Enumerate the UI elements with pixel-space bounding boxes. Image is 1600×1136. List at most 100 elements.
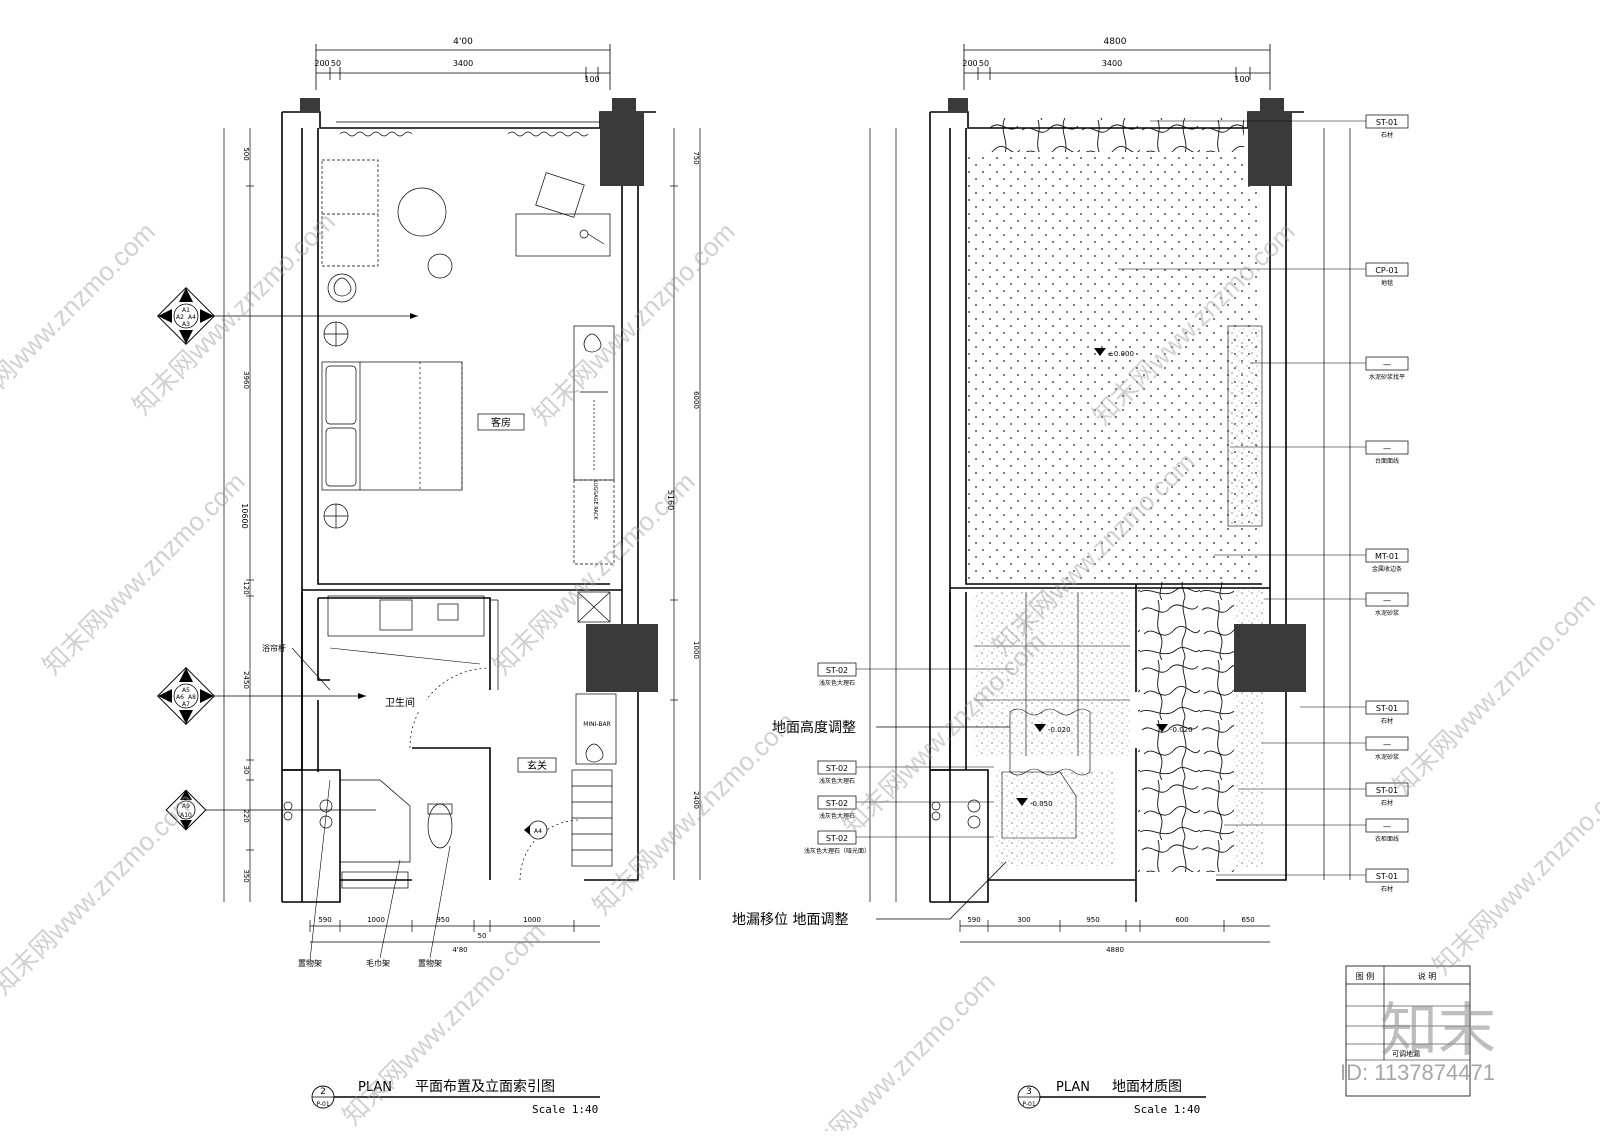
material-code: ST-02 xyxy=(826,799,848,808)
watermark-text: 知末网www.znzmo.com xyxy=(1386,586,1600,800)
left-dim-seg: 220 xyxy=(242,809,250,822)
left-dim-seg: 350 xyxy=(242,869,250,882)
guest-room-label-box xyxy=(477,413,525,431)
column-block xyxy=(1234,624,1306,692)
cement-area xyxy=(1227,325,1263,527)
room-label-guest: 客房 xyxy=(491,416,511,429)
arrowhead xyxy=(410,313,418,319)
left-walls xyxy=(281,111,656,903)
index-top: A1 xyxy=(182,307,190,314)
watermark-id: ID: 1137874471 xyxy=(1340,1060,1495,1085)
tile-grid xyxy=(974,592,1130,839)
material-tag: —台面面线 xyxy=(1230,440,1409,465)
right-dim-seg: 750 xyxy=(692,151,700,164)
foyer-label-box xyxy=(517,757,557,773)
column-block xyxy=(1248,112,1292,186)
label-luggage-rack: LUGGAGE RACK xyxy=(592,480,598,520)
left-scale: Scale 1:40 xyxy=(532,1103,598,1116)
material-code: — xyxy=(1383,822,1391,831)
right-side-dimensions xyxy=(869,128,1351,902)
right-dim-outer: 5160 xyxy=(666,490,675,510)
arrowhead xyxy=(358,693,366,699)
material-code: ST-01 xyxy=(1376,704,1398,713)
right-scale: Scale 1:40 xyxy=(1134,1103,1200,1116)
watermark-text: 知末网www.znzmo.com xyxy=(0,786,201,1000)
watermark-text: 知末网www.znzmo.com xyxy=(526,216,740,430)
right-dim-bottom: 590 xyxy=(967,916,980,924)
column-block xyxy=(948,98,968,112)
level-mark: ±0.000 xyxy=(1094,348,1134,358)
index-top: A9 xyxy=(182,803,190,810)
elevation-index-2[interactable]: A5 A6 A8 A7 xyxy=(157,667,215,725)
material-desc: 石材 xyxy=(1381,131,1393,139)
legend-drain: 可调地漏 xyxy=(1392,1049,1420,1058)
index-bottom: A3 xyxy=(182,321,190,328)
material-desc: 浅灰色大理石 xyxy=(819,679,855,687)
watermark-text: 知末网www.znzmo.com xyxy=(36,466,250,680)
material-tag: ST-01 石材 xyxy=(1150,114,1409,139)
left-dim-seg: 2450 xyxy=(242,671,250,689)
material-code: — xyxy=(1383,740,1391,749)
door-index-label: A4 xyxy=(534,828,542,835)
index-right: A4 xyxy=(188,314,196,321)
left-bottom-dimensions xyxy=(309,920,600,943)
left-dim-bottom-total: 4'80 xyxy=(452,946,467,954)
room-label-foyer: 玄关 xyxy=(527,759,547,772)
material-tag: —衣柜面线 xyxy=(1224,818,1409,843)
right-title-ref: P-01 xyxy=(1022,1101,1035,1108)
watermark-logo: 知末 xyxy=(1380,998,1496,1063)
elevation-index-1[interactable]: A1 A2 A4 A3 xyxy=(157,287,215,345)
watermark-text: 知末网www.znzmo.com xyxy=(586,706,800,920)
material-code: — xyxy=(1383,596,1391,605)
left-dim-seg: 3960 xyxy=(242,371,250,389)
right-dim-bottom: 600 xyxy=(1175,916,1188,924)
right-dim-seg: 2400 xyxy=(692,791,700,809)
right-material-tags: ST-01石材CP-01地毯—水泥砂浆找平—台面面线MT-01金属收边条—水泥砂… xyxy=(1118,114,1409,893)
left-title-number: 2 xyxy=(320,1087,326,1097)
label-shelf-b: 置物架 xyxy=(418,958,442,968)
bath-label-box xyxy=(374,694,426,710)
material-desc: 石材 xyxy=(1381,799,1393,807)
label-towel-rack: 毛巾架 xyxy=(366,958,390,968)
right-title-block: 3 P-01 PLAN 地面材质图 Scale 1:40 xyxy=(1017,1079,1206,1116)
elevation-index-3[interactable]: A9 A10 xyxy=(165,789,207,831)
material-code: ST-02 xyxy=(826,834,848,843)
left-material-tags: ST-02浅灰色大理石ST-02浅灰色大理石ST-02浅灰色大理石ST-02浅灰… xyxy=(804,662,1014,855)
legend-col-desc: 说 明 xyxy=(1418,971,1437,981)
material-code: ST-02 xyxy=(826,666,848,675)
furniture-lines xyxy=(283,159,617,889)
left-dim-bottom: 1000 xyxy=(523,916,541,924)
material-code: — xyxy=(1383,360,1391,369)
column-block xyxy=(1260,98,1284,114)
label-minibar: MINI-BAR xyxy=(583,721,611,728)
material-tag: ST-01 石材 xyxy=(1300,700,1409,725)
material-code: — xyxy=(1383,444,1391,453)
right-title-plan: PLAN xyxy=(1056,1080,1090,1095)
right-title-number: 3 xyxy=(1026,1087,1032,1097)
door-index-mark[interactable]: A4 xyxy=(524,820,548,840)
label-curtain-rod: 浴帘杆 xyxy=(262,643,286,653)
left-dim-top-seg: 200 xyxy=(314,59,329,68)
material-code: CP-01 xyxy=(1375,266,1398,275)
left-side-dimensions xyxy=(223,128,701,902)
material-desc: 浅灰色大理石 xyxy=(819,777,855,785)
left-dim-seg: 500 xyxy=(242,147,250,160)
right-dim-bottom: 950 xyxy=(1086,916,1099,924)
stone-strip-window xyxy=(990,118,1244,152)
left-dim-seg: 120 xyxy=(242,581,250,594)
right-fixtures xyxy=(931,799,981,829)
material-desc: 地毯 xyxy=(1381,279,1393,287)
index-left: A2 xyxy=(176,314,184,321)
left-floor-plan: 4'00 200 50 3400 100 xyxy=(157,37,701,1116)
left-dim-bottom: 590 xyxy=(318,916,331,924)
left-dim-bottom: 950 xyxy=(436,916,449,924)
material-desc: 石材 xyxy=(1381,717,1393,725)
material-code: ST-01 xyxy=(1376,118,1398,127)
right-dim-seg: 6000 xyxy=(692,391,700,409)
right-dim-top-seg: 100 xyxy=(1234,75,1249,84)
